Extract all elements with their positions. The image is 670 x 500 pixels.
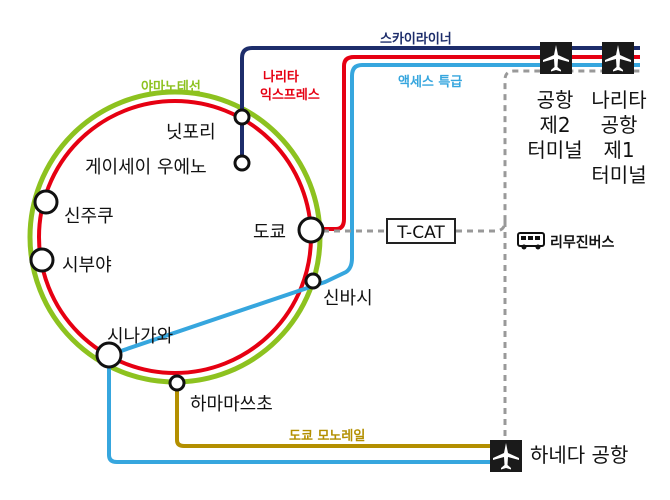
narita-express-line xyxy=(311,55,640,231)
station-marker-shinagawa[interactable] xyxy=(95,341,123,369)
airport-label-haneda: 하네다 공항 xyxy=(530,443,629,467)
airport-label-line: 공항 xyxy=(536,88,574,112)
skyliner-label: 스카이라이너 xyxy=(380,32,452,47)
station-label-shinjuku: 신주쿠 xyxy=(64,206,114,227)
station-marker-tokyo[interactable] xyxy=(297,216,325,244)
access-express-line xyxy=(107,63,640,464)
airport-label-line: 공항 xyxy=(600,113,638,137)
airport-label-narita-t1: 나리타 공항 제1 터미널 xyxy=(584,88,654,188)
station-marker-shinbashi[interactable] xyxy=(304,272,322,290)
narita-express-label-2: 익스프레스 xyxy=(260,88,320,103)
station-label-shinagawa: 시나가와 xyxy=(107,326,174,347)
station-label-shibuya: 시부야 xyxy=(62,255,112,276)
airport-label-narita-t2: 공항 제2 터미널 xyxy=(521,88,589,163)
bus-icon xyxy=(517,232,545,250)
station-marker-keisei-ueno[interactable] xyxy=(233,154,251,172)
station-marker-hamamatsucho[interactable] xyxy=(168,374,186,392)
narita-express-label-1: 나리타 xyxy=(263,70,299,85)
bus-label: 리무진버스 xyxy=(550,235,615,251)
station-label-keisei-ueno: 게이세이 우에노 xyxy=(85,157,207,178)
airport-label-line: 제1 xyxy=(603,138,635,162)
bus-route-tcat-airports xyxy=(456,69,640,233)
monorail-line xyxy=(175,383,505,448)
tcat-box[interactable]: T-CAT xyxy=(386,218,456,244)
skyliner-line xyxy=(240,46,640,162)
airplane-icon[interactable] xyxy=(490,440,522,472)
airplane-icon[interactable] xyxy=(540,42,572,74)
station-label-tokyo: 도쿄 xyxy=(253,222,287,243)
monorail-label: 도쿄 모노레일 xyxy=(289,429,366,444)
yamanote-label: 야마노테선 xyxy=(141,80,201,95)
station-label-nippori: 닛포리 xyxy=(166,122,216,143)
airplane-icon[interactable] xyxy=(602,42,634,74)
access-express-label: 액세스 특급 xyxy=(398,75,463,90)
airport-label-line: 터미널 xyxy=(591,163,647,187)
station-label-shinbashi: 신바시 xyxy=(323,288,373,309)
airport-label-line: 나리타 xyxy=(591,88,647,112)
station-marker-shinjuku[interactable] xyxy=(33,189,59,215)
airport-label-line: 제2 xyxy=(539,113,571,137)
station-marker-shibuya[interactable] xyxy=(29,247,55,273)
airport-label-line: 터미널 xyxy=(527,138,583,162)
station-label-hamamatsucho: 하마마쓰초 xyxy=(190,394,273,415)
station-marker-nippori[interactable] xyxy=(233,108,251,126)
